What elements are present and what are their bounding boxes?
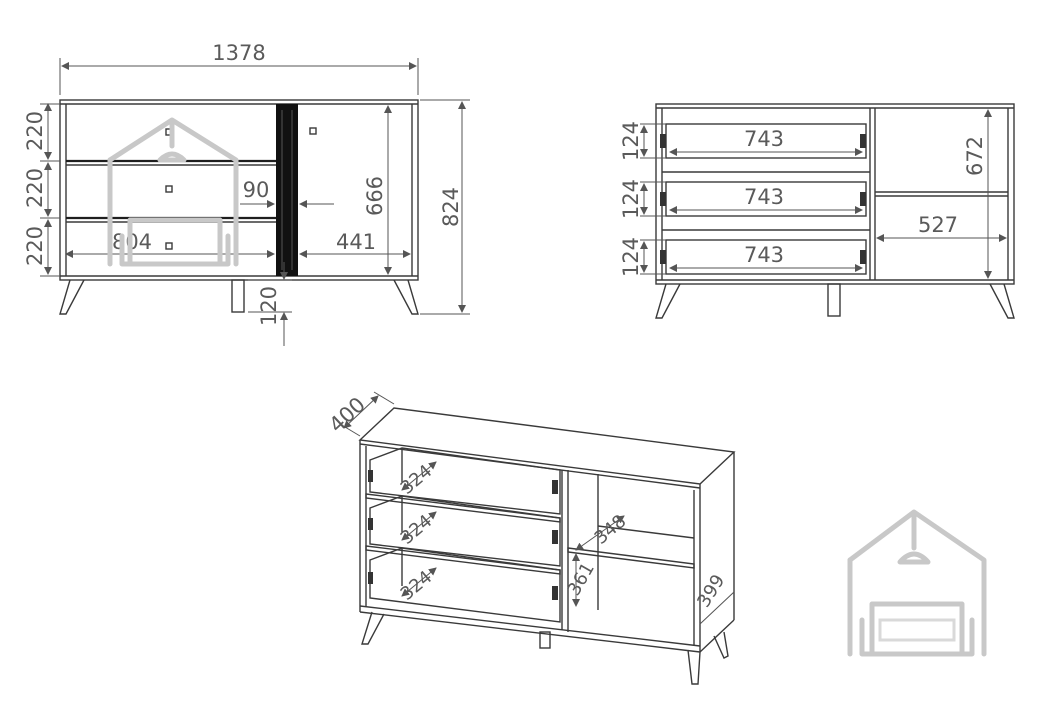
divider-width-label: 90	[243, 178, 270, 202]
overall-width-label: 1378	[212, 41, 265, 65]
drawer-inner-width-2-label: 743	[744, 185, 784, 209]
house-sofa-watermark-icon	[847, 509, 987, 657]
drawer-knob	[165, 185, 173, 193]
leg-height-label: 120	[257, 286, 281, 326]
compartment-width-label: 527	[918, 213, 958, 237]
front-view: 1378 824 220 220 220 804 441 90 666 120	[23, 41, 470, 346]
drawer-knob	[165, 242, 173, 250]
drawer-inner-width-3-label: 743	[744, 243, 784, 267]
compartment-height-label: 672	[963, 136, 987, 176]
iso-shelf-gap-label: 361	[564, 559, 599, 599]
iso-depth-label: 400	[324, 392, 370, 437]
door-height-label: 666	[363, 176, 387, 216]
door-knob	[309, 127, 317, 135]
door-width-label: 441	[336, 230, 376, 254]
drawer-height-mid-label: 220	[23, 168, 47, 208]
drawer-height-bottom-label: 220	[23, 226, 47, 266]
drawer-inner-width-1-label: 743	[744, 127, 784, 151]
drawer-inner-height-3-label: 124	[619, 237, 643, 277]
overall-height-label: 824	[439, 187, 463, 227]
drawer-inner-height-1-label: 124	[619, 121, 643, 161]
iso-compartment-depth-label: 399	[693, 571, 729, 611]
divider-panel	[276, 104, 298, 276]
house-sofa-watermark-icon	[107, 117, 239, 267]
drawer-inner-height-2-label: 124	[619, 179, 643, 219]
drawer-height-top-label: 220	[23, 111, 47, 151]
isometric-view: 400 324 324 324 348 361 399	[324, 391, 736, 685]
iso-shelf-depth-label: 348	[591, 511, 631, 549]
back-view: 743 743 743 124 124 124 672 527	[619, 103, 1015, 319]
